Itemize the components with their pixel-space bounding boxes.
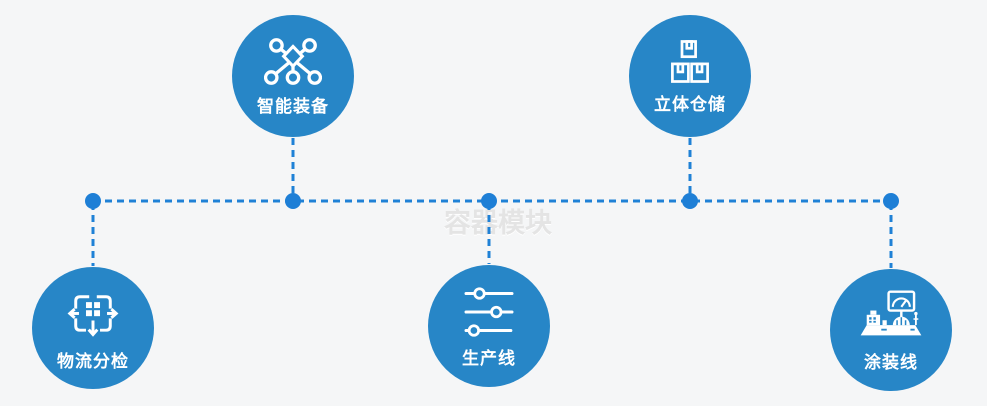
- move-sort-icon: [67, 294, 119, 337]
- node-coating-line[interactable]: 涂装线: [830, 269, 952, 391]
- stacked-boxes-icon: [671, 40, 709, 83]
- watermark-text: 容器模块: [444, 208, 552, 238]
- junction-dots: [85, 193, 899, 209]
- node-label: 智能装备: [257, 96, 329, 116]
- node-label: 涂装线: [864, 352, 918, 372]
- node-stereo-warehouse[interactable]: 立体仓储: [629, 15, 751, 137]
- sliders-icon: [464, 286, 514, 337]
- node-label: 立体仓储: [654, 95, 726, 114]
- node-production-line[interactable]: 生产线: [428, 265, 550, 387]
- network-nodes-icon: [264, 37, 322, 85]
- machine-monitor-icon: [860, 290, 922, 335]
- node-smart-equipment[interactable]: 智能装备: [232, 15, 354, 137]
- node-label: 物流分检: [57, 351, 129, 371]
- node-logistics-sorting[interactable]: 物流分检: [32, 267, 154, 389]
- node-label: 生产线: [462, 348, 516, 368]
